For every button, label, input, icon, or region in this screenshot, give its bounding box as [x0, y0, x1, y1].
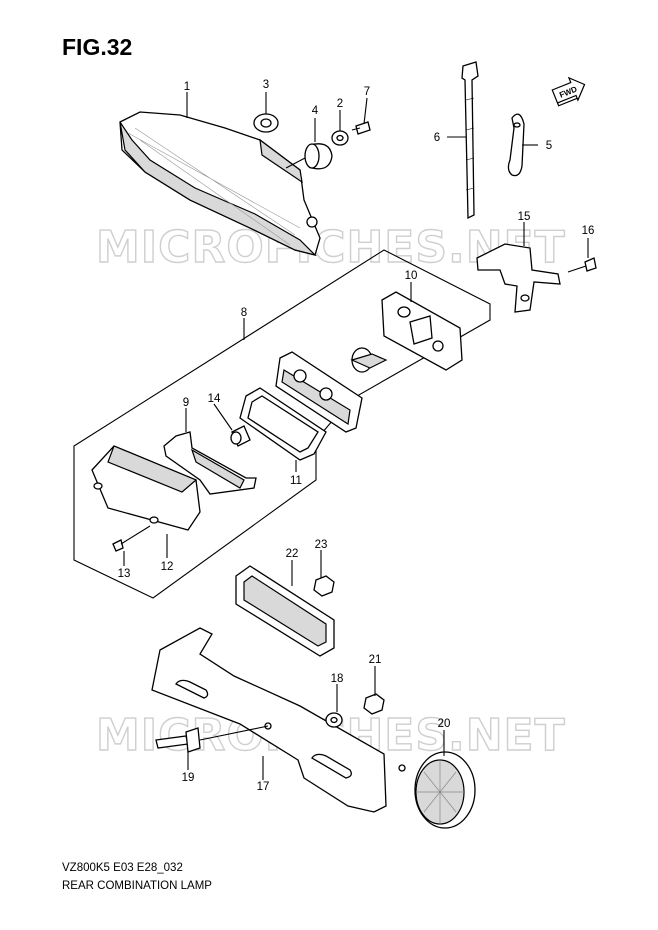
callout-23: 23: [315, 539, 328, 551]
reflector-9: [163, 431, 257, 495]
bolt-19: [155, 725, 269, 753]
washer-18: [325, 712, 343, 728]
callout-3: 3: [263, 79, 269, 91]
grommet: [253, 113, 279, 133]
callout-6: 6: [434, 132, 440, 144]
callout-19: 19: [182, 772, 195, 784]
nut-21: [363, 693, 385, 715]
callout-21: 21: [369, 654, 382, 666]
callout-1: 1: [184, 81, 190, 93]
callout-4: 4: [312, 105, 319, 117]
nut-23: [313, 575, 335, 597]
cushion: [285, 143, 333, 170]
figure-caption: REAR COMBINATION LAMP: [62, 880, 212, 892]
callout-11: 11: [290, 475, 302, 487]
callout-18: 18: [331, 673, 344, 685]
callout-17: 17: [257, 781, 270, 793]
lamp-body: [275, 351, 363, 433]
bulb: [230, 425, 251, 447]
washer: [331, 130, 349, 146]
lamp-lens: [91, 445, 201, 531]
callout-16: 16: [582, 225, 595, 237]
screw-13: [112, 525, 151, 552]
leader-lines: [123, 92, 589, 780]
callout-9: 9: [183, 397, 189, 409]
reflector-plate: [235, 565, 335, 657]
callout-22: 22: [286, 548, 299, 560]
bulb-socket: [350, 347, 388, 373]
callout-7: 7: [364, 86, 370, 98]
tail-lamp-housing: [119, 111, 321, 257]
model-code: VZ800K5 E03 E28_032: [62, 862, 183, 874]
callout-13: 13: [118, 568, 131, 580]
callout-20: 20: [438, 718, 451, 730]
callout-10: 10: [405, 270, 418, 282]
callout-5: 5: [546, 140, 552, 152]
gasket: [239, 387, 327, 461]
callout-8: 8: [241, 307, 247, 319]
clamp: [507, 113, 525, 177]
figure-title: FIG.32: [62, 34, 133, 60]
callout-15: 15: [518, 211, 531, 223]
mounting-plate: [381, 291, 463, 371]
lower-bracket: [151, 627, 406, 813]
callout-12: 12: [161, 561, 174, 573]
fwd-arrow-icon: FWD: [551, 76, 586, 107]
bracket-15: [476, 243, 561, 313]
round-reflector: [414, 751, 476, 829]
screw-7: [351, 121, 371, 135]
screw-16: [567, 257, 597, 273]
callout-2: 2: [337, 98, 343, 110]
callout-14: 14: [208, 393, 221, 405]
cable-tie: [461, 61, 479, 220]
